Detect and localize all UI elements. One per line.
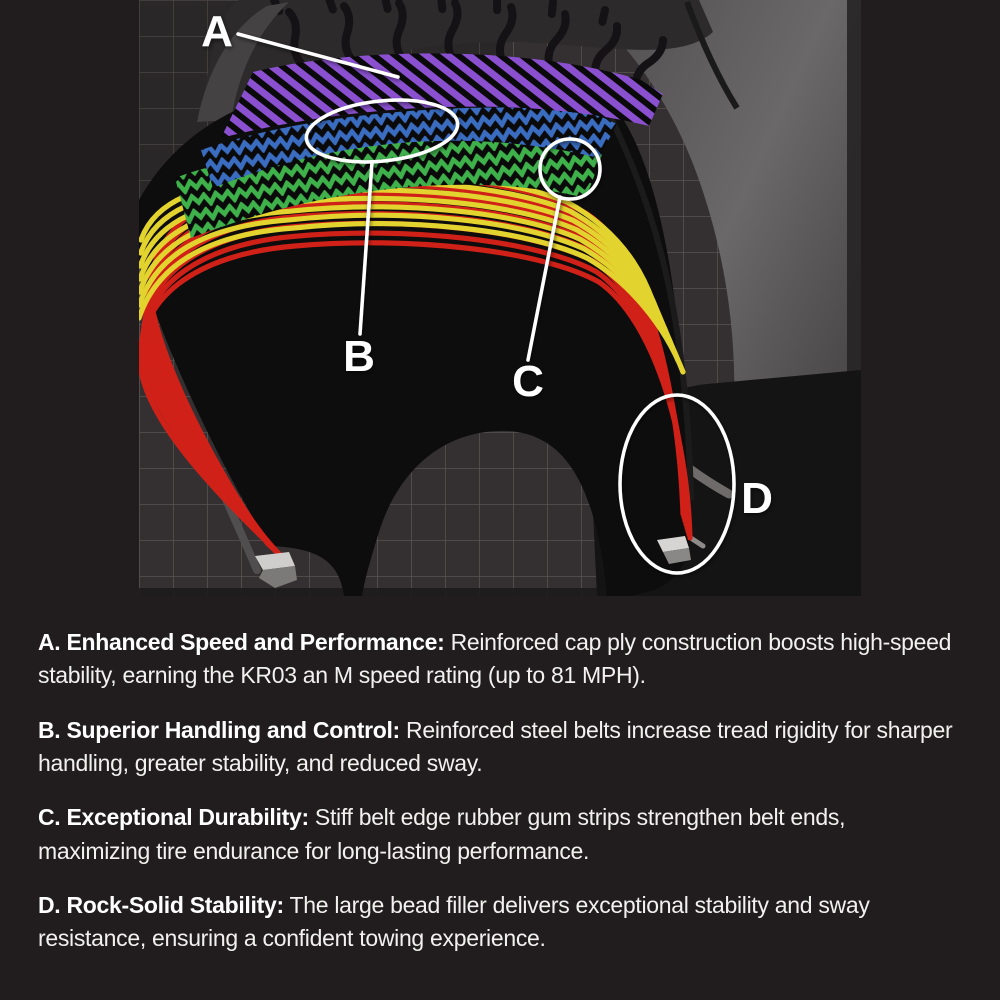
leader-line-c (526, 195, 562, 362)
callout-body-d: The large bead filler delivers exception… (38, 892, 870, 952)
callout-paragraph-b: B. Superior Handling and Control: Reinfo… (38, 714, 960, 781)
callout-title-d: D. Rock-Solid Stability: (38, 892, 284, 919)
tread-shoulder-groove (684, 0, 740, 110)
purple-cap-ply-band (221, 53, 663, 138)
shoulder-wedge (197, 2, 289, 122)
callout-title-c: C. Exceptional Durability: (38, 804, 309, 831)
callout-paragraph-d: D. Rock-Solid Stability: The large bead … (38, 889, 960, 956)
callout-paragraph-c: C. Exceptional Durability: Stiff belt ed… (38, 801, 960, 868)
callout-ellipse-b (304, 98, 460, 164)
corridor-crease (608, 116, 694, 501)
tire-tread (200, 0, 713, 119)
callout-ellipse-d (618, 393, 736, 575)
callout-body-b: Reinforced steel belts increase tread ri… (38, 716, 953, 777)
leader-line-b (358, 160, 374, 336)
annotations: A B C D (201, 7, 773, 575)
callout-body-a: Reinforced cap ply construction boosts h… (38, 629, 952, 689)
figure-bottom-fade (139, 588, 861, 596)
red-ply-arc (139, 240, 693, 563)
yellow-ply-arc (139, 221, 686, 375)
callout-title-a: A. Enhanced Speed and Performance: (38, 629, 445, 655)
left-bead-chip (255, 552, 297, 588)
marker-b: B (343, 332, 375, 381)
marker-c: C (512, 357, 544, 406)
marker-a: A (201, 7, 233, 56)
tire-cutaway-figure: A B C D (139, 0, 861, 596)
callout-circle-c (538, 137, 602, 201)
callout-descriptions: A. Enhanced Speed and Performance: Reinf… (38, 626, 960, 977)
right-bead-chip (657, 536, 691, 564)
yellow-ply-arc (139, 212, 681, 363)
marker-d: D (741, 474, 773, 523)
tire-cutaway-svg: A B C D (139, 0, 861, 596)
callout-body-c: Stiff belt edge rubber gum strips streng… (38, 804, 846, 864)
blue-steel-belt-band (201, 107, 617, 188)
callout-paragraph-a: A. Enhanced Speed and Performance: Reinf… (38, 626, 960, 693)
callout-title-b: B. Superior Handling and Control: (38, 716, 400, 743)
leader-line-a (236, 32, 400, 79)
